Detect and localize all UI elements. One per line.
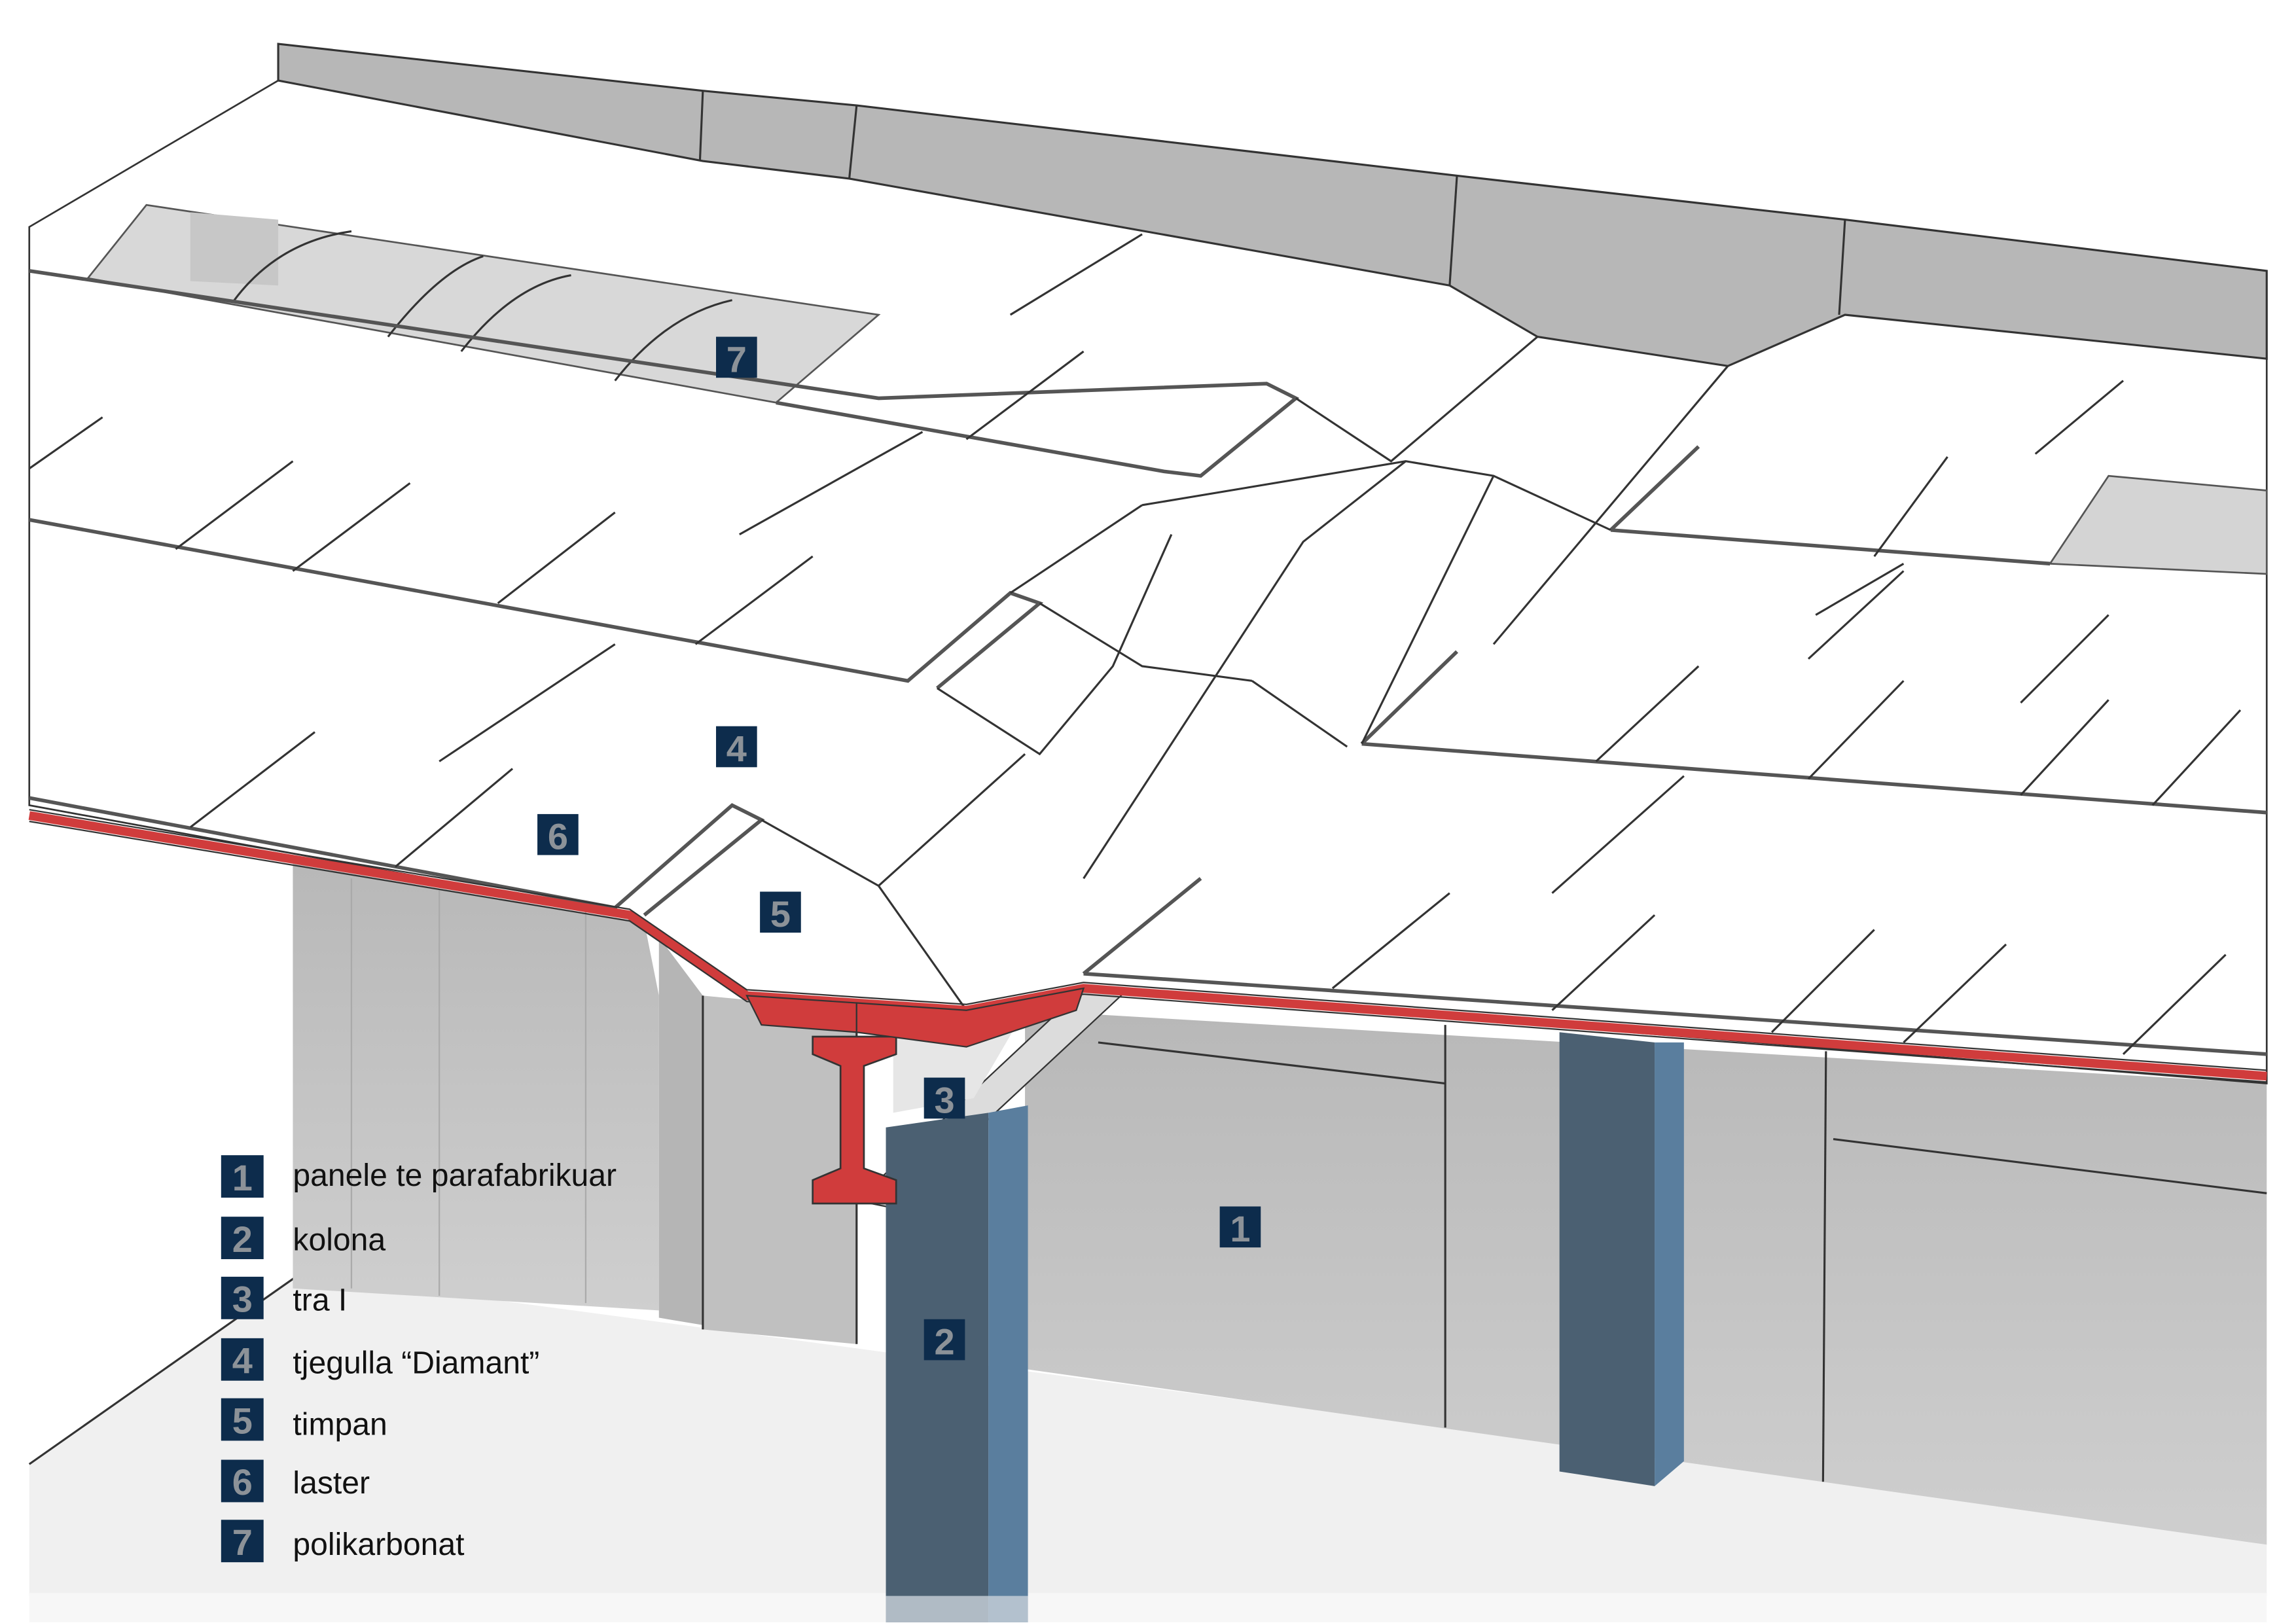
legend-item-7: 7 (221, 1520, 264, 1563)
svg-text:7: 7 (232, 1522, 253, 1563)
callout-7: 7 (716, 336, 757, 380)
svg-text:6: 6 (232, 1461, 253, 1503)
legend-label: tra I (293, 1282, 347, 1317)
legend-item-5: 5 (221, 1398, 264, 1441)
callout-3: 3 (924, 1077, 965, 1120)
legend-label: timpan (293, 1407, 387, 1442)
legend-item-1: 1 (221, 1155, 264, 1198)
svg-text:4: 4 (232, 1340, 253, 1382)
legend-label: polikarbonat (293, 1527, 465, 1562)
column-back (1559, 1032, 1684, 1486)
legend-label: tjegulla “Diamant” (293, 1346, 539, 1381)
i-beam (812, 1035, 897, 1205)
floor (29, 1274, 2267, 1596)
legend-item-6: 6 (221, 1459, 264, 1503)
legend-item-3: 3 (221, 1276, 264, 1320)
legend-label: laster (293, 1465, 370, 1501)
legend-label: kolona (293, 1222, 386, 1258)
svg-text:1: 1 (1230, 1208, 1250, 1249)
polycarbonate-skylight (86, 204, 2268, 575)
legend-label: panele te parafabrikuar (293, 1158, 617, 1193)
svg-text:5: 5 (232, 1400, 253, 1441)
callout-2: 2 (924, 1319, 965, 1362)
callout-5: 5 (760, 891, 801, 935)
svg-text:3: 3 (232, 1279, 253, 1320)
roof-tiles (28, 233, 2267, 1056)
callout-1: 1 (1219, 1206, 1261, 1249)
svg-text:1: 1 (232, 1157, 253, 1198)
svg-text:4: 4 (726, 728, 747, 769)
column-front (886, 1105, 1028, 1622)
legend-item-2: 2 (221, 1217, 264, 1260)
legend: 1 panele te parafabrikuar 2 kolona 3 tra… (221, 1155, 617, 1563)
parapet (277, 43, 2268, 367)
svg-text:7: 7 (726, 338, 747, 380)
svg-text:6: 6 (548, 816, 568, 857)
svg-text:5: 5 (770, 893, 791, 935)
callout-4: 4 (716, 726, 757, 769)
callout-6: 6 (537, 813, 579, 857)
svg-text:3: 3 (934, 1079, 954, 1120)
floor-strip (29, 1593, 2267, 1622)
legend-item-4: 4 (221, 1338, 264, 1382)
svg-text:2: 2 (232, 1219, 253, 1260)
svg-text:2: 2 (934, 1321, 954, 1362)
